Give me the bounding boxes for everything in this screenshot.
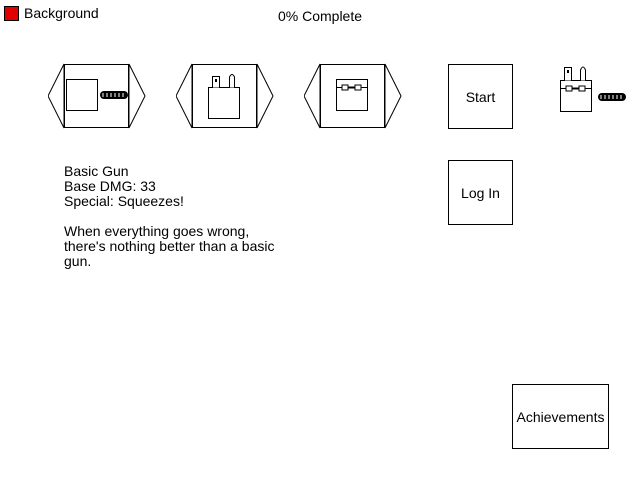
- left-arrow-icon: [48, 63, 65, 129]
- weapon-damage: Base DMG: 33: [64, 178, 156, 194]
- background-toggle[interactable]: Background: [4, 4, 99, 22]
- gun-selector[interactable]: [48, 62, 146, 130]
- left-arrow-icon: [176, 63, 193, 129]
- login-button[interactable]: Log In: [448, 160, 513, 225]
- right-arrow-icon: [256, 63, 274, 129]
- weapon-flavor-line-2: there's nothing better than a basic: [64, 238, 275, 254]
- start-button[interactable]: Start: [448, 64, 513, 129]
- weapon-special: Special: Squeezes!: [64, 193, 184, 209]
- box-with-gun-icon: [66, 79, 128, 111]
- weapon-flavor-line-3: gun.: [64, 253, 92, 269]
- character-preview: [558, 62, 628, 114]
- bag-selector[interactable]: [176, 62, 274, 130]
- weapon-description: Basic Gun Base DMG: 33 Special: Squeezes…: [64, 164, 284, 269]
- weapon-flavor-line-1: When everything goes wrong,: [64, 223, 250, 239]
- character-with-gun-icon: [560, 66, 626, 112]
- bag-with-handles-icon: [208, 74, 240, 119]
- left-arrow-icon: [304, 63, 321, 129]
- weapon-name: Basic Gun: [64, 163, 129, 179]
- right-arrow-icon: [128, 63, 146, 129]
- background-label: Background: [24, 5, 99, 21]
- background-color-swatch[interactable]: [4, 5, 19, 21]
- achievements-button[interactable]: Achievements: [512, 384, 609, 449]
- right-arrow-icon: [384, 63, 402, 129]
- chest-selector[interactable]: [304, 62, 402, 130]
- progress-text: 0% Complete: [277, 8, 363, 24]
- box-with-clasp-icon: [336, 79, 368, 111]
